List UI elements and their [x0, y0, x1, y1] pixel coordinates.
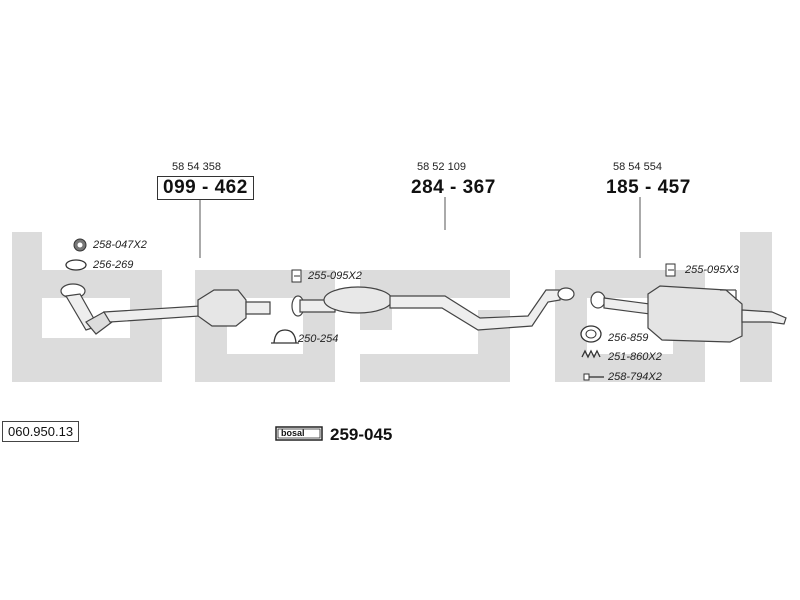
- part-number-button[interactable]: 284 - 367: [411, 177, 496, 198]
- accessory-label[interactable]: 256-859: [608, 332, 649, 344]
- rear-muffler: [590, 285, 787, 343]
- accessory-label[interactable]: 258-794X2: [608, 371, 662, 383]
- part-oe-number: 58 54 554: [613, 161, 662, 173]
- bolt-icon: [583, 373, 604, 381]
- middle-pipe: [291, 286, 575, 331]
- accessory-label[interactable]: 250-254: [298, 333, 339, 345]
- accessory-label[interactable]: 251-860X2: [608, 351, 662, 363]
- spring-icon: [581, 349, 601, 359]
- accessory-label[interactable]: 258-047X2: [93, 239, 147, 251]
- diagram-code: 060.950.13: [2, 421, 80, 442]
- accessory-label[interactable]: 256-269: [93, 259, 134, 271]
- clamp-icon: [291, 269, 302, 283]
- front-pipe: [60, 283, 271, 335]
- part-oe-number: 58 52 109: [417, 161, 466, 173]
- kit-logo-icon: [275, 426, 323, 441]
- part-number-button[interactable]: 099 - 462: [157, 176, 254, 200]
- clamp-icon: [665, 263, 676, 277]
- u-bolt-clamp-icon: [271, 329, 299, 344]
- part-oe-number: 58 54 358: [172, 161, 221, 173]
- part-number-button[interactable]: 185 - 457: [606, 177, 691, 198]
- gasket-ring-icon: [73, 238, 87, 252]
- seal-ring-icon: [580, 325, 602, 343]
- kit-logo-text: bosal: [281, 428, 305, 438]
- o-ring-icon: [65, 259, 87, 271]
- accessory-label[interactable]: 255-095X2: [308, 270, 362, 282]
- kit-number-button[interactable]: 259-045: [330, 425, 393, 444]
- accessory-label[interactable]: 255-095X3: [685, 264, 739, 276]
